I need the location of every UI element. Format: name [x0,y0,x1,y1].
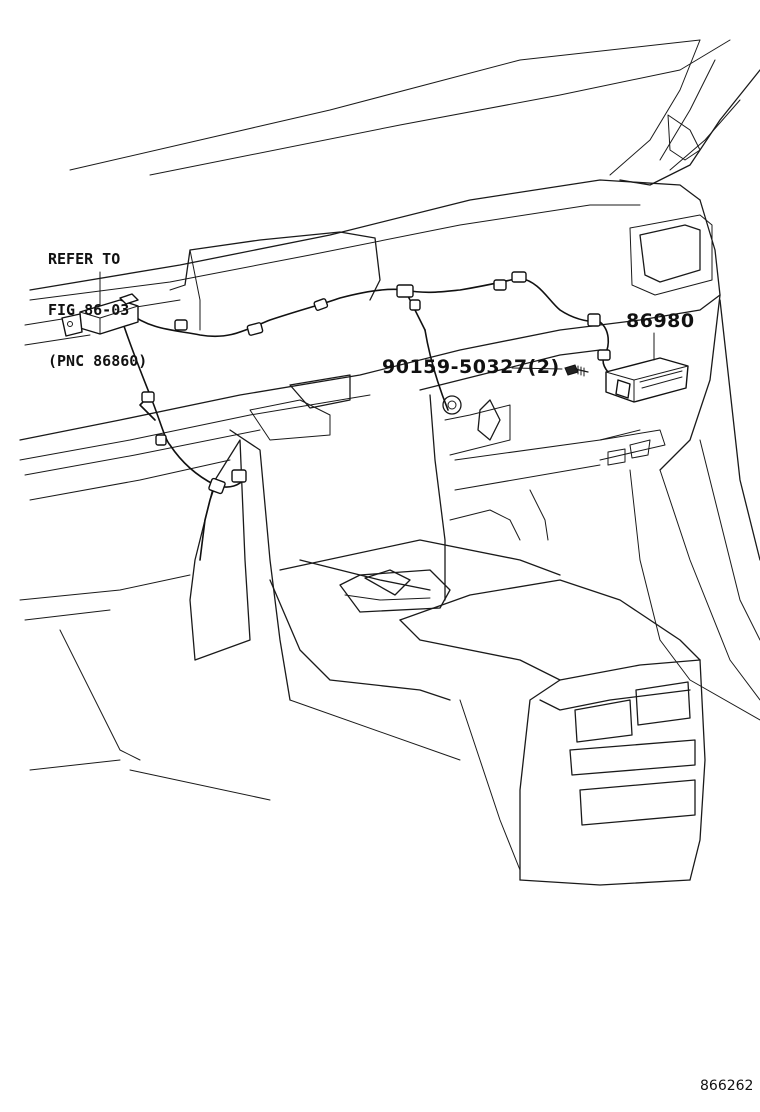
part-number-screw: 90159-50327(2) [382,356,560,378]
figure-id: 866262 [700,1078,754,1094]
refer-to-label: REFER TO FIG 86-03 (PNC 86860) [48,217,147,387]
refer-to-line3: (PNC 86860) [48,352,148,370]
refer-to-line2: FIG 86-03 [48,301,130,319]
screw-leader [511,367,563,370]
part-number-86980: 86980 [626,310,695,332]
refer-to-line1: REFER TO [48,250,121,268]
